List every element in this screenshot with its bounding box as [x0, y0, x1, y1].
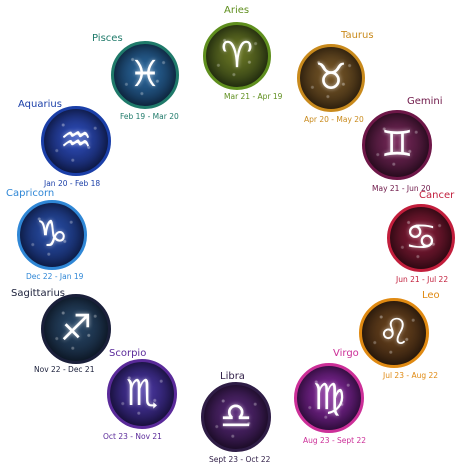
leo-name: Leo — [422, 290, 440, 301]
pisces-name: Pisces — [92, 33, 123, 44]
sagittarius-name: Sagittarius — [11, 288, 66, 299]
aquarius-name: Aquarius — [18, 99, 62, 110]
capricorn-glyph-icon: ♑ — [35, 214, 69, 255]
virgo-name: Virgo — [333, 348, 359, 359]
sagittarius-glyph-icon: ♐ — [59, 308, 93, 349]
libra-dates: Sept 23 - Oct 22 — [209, 455, 271, 464]
taurus-orb: ♉ — [297, 44, 365, 112]
virgo-orb: ♍ — [294, 363, 364, 433]
libra-name: Libra — [220, 371, 245, 382]
aries-name: Aries — [224, 5, 250, 16]
scorpio-orb: ♏ — [107, 359, 177, 429]
gemini-orb: ♊ — [362, 110, 432, 180]
aries-glyph-icon: ♈ — [220, 35, 254, 76]
libra-glyph-icon: ♎ — [219, 396, 253, 437]
aries-dates: Mar 21 - Apr 19 — [224, 92, 283, 101]
scorpio-dates: Oct 23 - Nov 21 — [103, 432, 162, 441]
taurus-glyph-icon: ♉ — [314, 57, 348, 98]
sagittarius-dates: Nov 22 - Dec 21 — [34, 365, 95, 374]
leo-glyph-icon: ♌ — [377, 312, 411, 353]
capricorn-orb: ♑ — [17, 200, 87, 270]
aquarius-orb: ♒ — [41, 106, 111, 176]
pisces-dates: Feb 19 - Mar 20 — [120, 112, 179, 121]
gemini-name: Gemini — [407, 96, 443, 107]
pisces-glyph-icon: ♓ — [128, 54, 162, 95]
sagittarius-orb: ♐ — [41, 294, 111, 364]
gemini-dates: May 21 - Jun 20 — [372, 184, 431, 193]
aquarius-glyph-icon: ♒ — [59, 120, 93, 161]
cancer-orb: ♋ — [387, 204, 455, 272]
cancer-dates: Jun 21 - Jul 22 — [396, 275, 449, 284]
taurus-name: Taurus — [341, 30, 374, 41]
scorpio-name: Scorpio — [109, 348, 147, 359]
virgo-dates: Aug 23 - Sept 22 — [303, 436, 367, 445]
scorpio-glyph-icon: ♏ — [125, 373, 159, 414]
pisces-orb: ♓ — [111, 41, 179, 109]
gemini-glyph-icon: ♊ — [380, 124, 414, 165]
aquarius-dates: Jan 20 - Feb 18 — [44, 179, 101, 188]
aries-orb: ♈ — [203, 22, 271, 90]
virgo-glyph-icon: ♍ — [312, 377, 346, 418]
libra-orb: ♎ — [201, 382, 271, 452]
leo-dates: Jul 23 - Aug 22 — [383, 371, 439, 380]
capricorn-dates: Dec 22 - Jan 19 — [26, 272, 84, 281]
cancer-name: Cancer — [419, 190, 455, 201]
cancer-glyph-icon: ♋ — [404, 217, 438, 258]
leo-orb: ♌ — [359, 298, 429, 368]
taurus-dates: Apr 20 - May 20 — [304, 115, 364, 124]
capricorn-name: Capricorn — [6, 188, 55, 199]
